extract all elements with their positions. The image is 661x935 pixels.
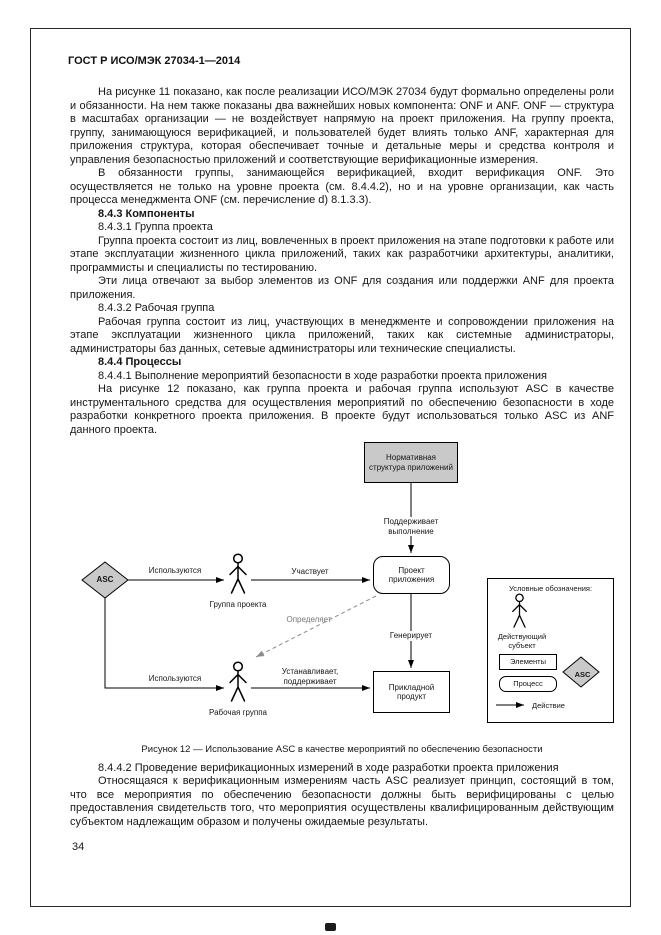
defines-label: Определяет [286,615,332,624]
asc-diamond [81,561,129,599]
project-group-person-icon [229,553,247,594]
supports-execution-label: Поддерживает выполнение [364,517,458,536]
legend-actor-label: Действующий субъект [497,632,547,650]
paragraph-6: На рисунке 12 показано, как группа проек… [70,383,614,436]
legend-asc-diamond [562,656,600,688]
heading-8-4-4-1: 8.4.4.1 Выполнение мероприятий безопасно… [98,369,547,382]
uses-top-label: Используются [148,566,202,575]
heading-8-4-4: 8.4.4 Процессы [98,356,182,368]
heading-8-4-3: 8.4.3 Компоненты [98,207,195,220]
diagram-connectors [81,483,600,708]
paragraph-2: В обязанности группы, занимающейся вериф… [70,167,614,206]
figure-caption: Рисунок 12 — Использование ASC в качеств… [141,744,543,755]
paragraph-5: Рабочая группа состоит из лиц, участвующ… [70,315,614,355]
heading-8-4-3-1: 8.4.3.1 Группа проекта [98,221,213,233]
heading-8-4-3-2: 8.4.3.2 Рабочая группа [98,302,215,314]
generates-label: Генерирует [372,631,450,641]
doc-number-header: ГОСТ Р ИСО/МЭК 27034-1—2014 [68,55,241,67]
arrow-asc-used-bottom [104,598,224,691]
legend-title: Условные обозначения: [508,584,593,593]
arrow-defines-dashed [255,595,377,658]
legend-action-label: Действие [532,701,565,710]
paragraph-4: Эти лица отвечают за выбор элементов из … [70,275,614,301]
participates-label: Участвует [291,567,329,576]
legend-asc-label: ASC [574,670,591,679]
paragraph-7: Относящаяся к верификационным измерениям… [70,775,614,828]
page-number: 34 [72,841,85,853]
application-project-node: Проект приложения [373,556,450,594]
application-product-node: Прикладной продукт [373,671,450,713]
paragraph-1: На рисунке 11 показано, как после реализ… [70,86,614,166]
scan-artifact [325,923,336,931]
work-group-person-icon [229,661,247,702]
legend-process-box: Процесс [499,676,557,692]
figure-12-diagram: Нормативная структура приложений Поддерж… [70,441,614,733]
legend-box: Условные обозначения: Действующий субъек… [487,578,614,723]
project-group-label: Группа проекта [209,600,267,609]
page-content: На рисунке 11 показано, как после реализ… [70,86,614,829]
page-frame [30,28,631,907]
work-group-label: Рабочая группа [209,708,267,717]
normative-structure-node: Нормативная структура приложений [364,442,458,483]
legend-elements-box: Элементы [499,654,557,670]
heading-8-4-4-2: 8.4.4.2 Проведение верификационных измер… [98,761,559,774]
asc-diamond-label: ASC [96,575,114,584]
uses-bottom-label: Используются [148,674,202,683]
installs-supports-label: Устанавливает, поддерживает [268,667,352,686]
paragraph-3: Группа проекта состоит из лиц, вовлеченн… [70,234,614,274]
